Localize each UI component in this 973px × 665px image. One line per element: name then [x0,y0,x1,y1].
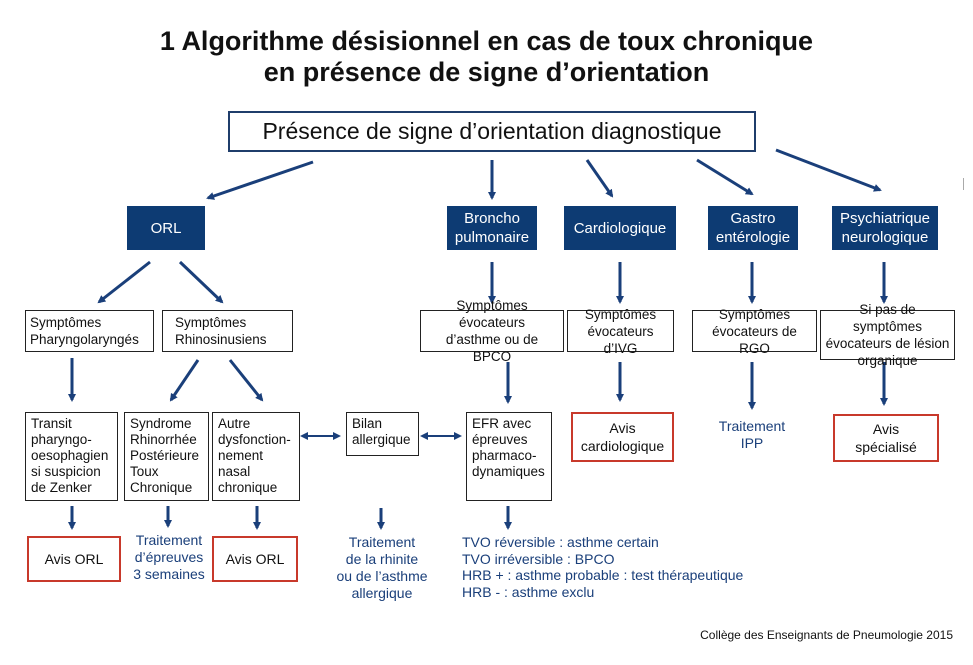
arrow-root-psy [775,148,882,192]
edge-marker [963,178,973,190]
arrow-root-orl [206,160,314,200]
outcome-avis-cardiologique: Avis cardiologique [571,412,674,462]
outcome-traitement-rhinite: Traitement de la rhinite ou de l’asthme … [336,534,428,601]
arrow-orl-pharyngo [97,260,151,304]
category-psychiatrique-neurologique: Psychiatrique neurologique [832,206,938,250]
box-transit-pharyngo-oesophagien: Transit pharyngo- oesophagien si suspici… [25,412,118,501]
outcome-traitement-epreuves: Traitement d’épreuves 3 semaines [133,532,205,582]
category-gastro-enterologie: Gastro entérologie [708,206,798,250]
outcome-avis-specialise: Avis spécialisé [833,414,939,462]
outcome-tvo-results: TVO réversible : asthme certain TVO irré… [462,534,744,600]
arrow-orl-rhino [178,260,224,304]
outcome-traitement-ipp: Traitement IPP [718,418,786,451]
arrow-root-gastro [696,158,754,196]
diagram-title-line2: en présence de signe d’orientation [263,57,710,87]
outcome-avis-orl-2: Avis ORL [212,536,298,582]
diagram-title-line1: 1 Algorithme désisionnel en cas de toux … [159,26,814,56]
arrow-rhino-syndrome [169,359,200,402]
credit-text: Collège des Enseignants de Pneumologie 2… [700,628,953,642]
category-broncho-pulmonaire: Broncho pulmonaire [447,206,537,250]
category-cardiologique: Cardiologique [564,206,676,250]
root-node: Présence de signe d’orientation diagnost… [228,111,756,152]
arrow-root-cardio [585,159,614,198]
box-syndrome-rhinorrhee: Syndrome Rhinorrhée Postérieure Toux Chr… [124,412,209,501]
arrow-rhino-autre [228,359,264,402]
box-autre-dysfonctionnement: Autre dysfonction- nement nasal chroniqu… [212,412,300,501]
outcome-avis-orl-1: Avis ORL [27,536,121,582]
box-efr: EFR avec épreuves pharmaco- dynamiques [466,412,552,501]
box-bilan-allergique: Bilan allergique [346,412,419,456]
category-orl: ORL [127,206,205,250]
